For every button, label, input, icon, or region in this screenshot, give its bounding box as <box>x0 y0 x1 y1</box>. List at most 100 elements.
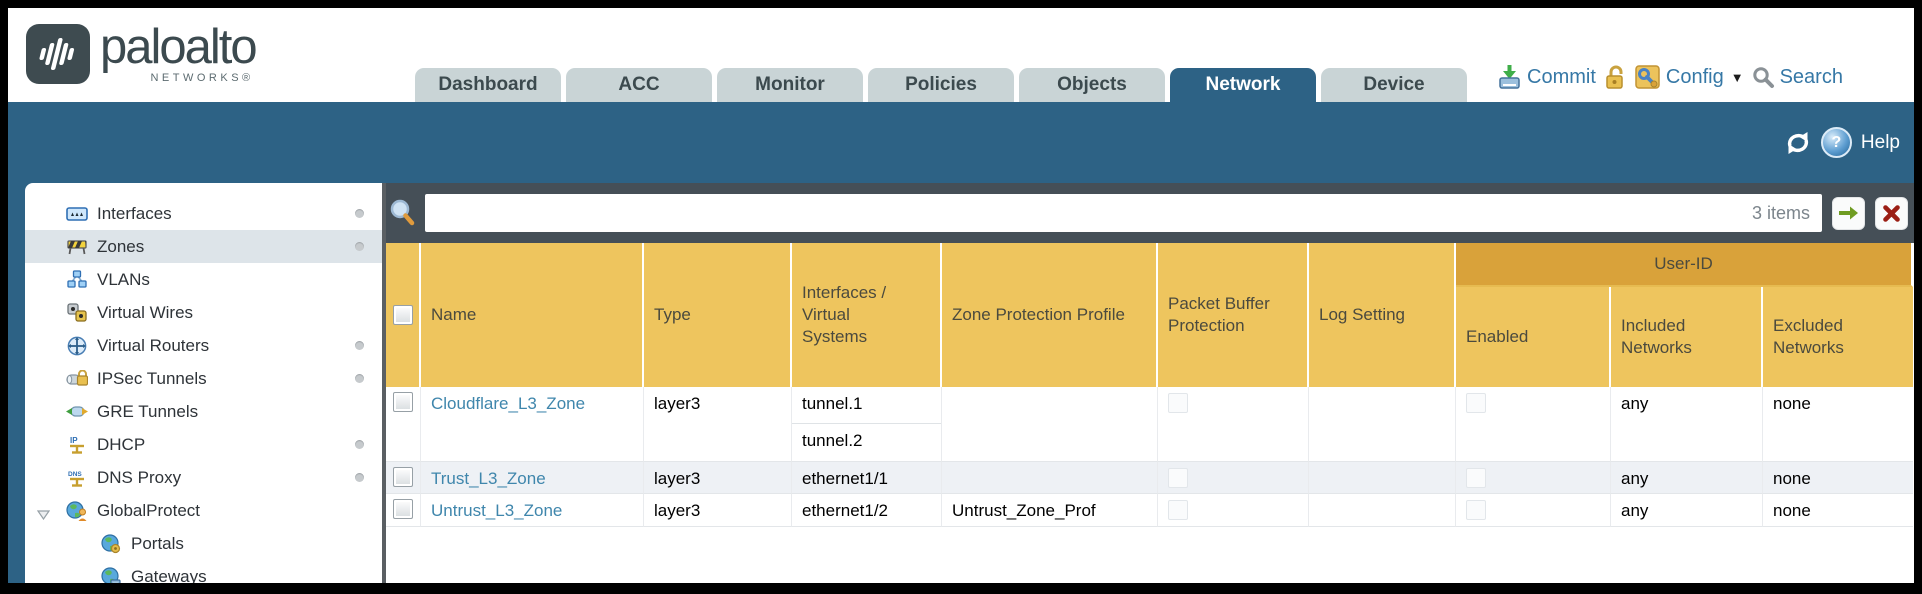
included-networks: any <box>1611 462 1763 494</box>
column-header-included-networks[interactable]: Included Networks <box>1611 287 1763 387</box>
network-sidebar: Interfaces Zones VLANs Vir <box>25 183 382 583</box>
dhcp-icon: IP <box>65 435 89 455</box>
refresh-icon[interactable] <box>1784 130 1812 156</box>
zone-name-link[interactable]: Untrust_L3_Zone <box>431 501 563 520</box>
sidebar-item-interfaces[interactable]: Interfaces <box>25 197 382 230</box>
excluded-networks: none <box>1763 494 1913 527</box>
zones-main-panel: 3 items <box>386 183 1914 583</box>
column-header-interfaces[interactable]: Interfaces / Virtual Systems <box>792 243 942 387</box>
select-all-checkbox[interactable] <box>393 305 413 325</box>
search-icon <box>390 199 415 226</box>
brand-name: paloalto <box>100 20 258 74</box>
column-header-log-setting[interactable]: Log Setting <box>1309 243 1456 387</box>
sidebar-item-label: Virtual Wires <box>97 302 194 322</box>
commit-button[interactable]: Commit <box>1497 64 1596 90</box>
portals-icon <box>99 533 123 554</box>
zone-protection-profile <box>942 387 1158 462</box>
table-row: Trust_L3_Zone layer3 ethernet1/1 any non… <box>386 462 1913 494</box>
log-setting <box>1309 494 1456 527</box>
column-header-packet-buffer-protection[interactable]: Packet Buffer Protection <box>1158 243 1309 387</box>
app-header: paloalto NETWORKS® Dashboard ACC Monitor… <box>8 8 1914 102</box>
search-icon <box>1752 66 1774 88</box>
sidebar-item-virtual-routers[interactable]: Virtual Routers <box>25 329 382 362</box>
column-header-zone-protection-profile[interactable]: Zone Protection Profile <box>942 243 1158 387</box>
user-id-enabled-checkbox[interactable] <box>1466 468 1486 488</box>
row-select-checkbox[interactable] <box>393 467 413 487</box>
globalprotect-icon <box>65 500 89 521</box>
commit-icon <box>1499 65 1520 89</box>
help-icon[interactable]: ? <box>1820 127 1852 158</box>
tab-network[interactable]: Network <box>1170 68 1316 102</box>
column-header-excluded-networks[interactable]: Excluded Networks <box>1763 287 1913 387</box>
sidebar-item-portals[interactable]: Portals <box>25 527 382 560</box>
user-id-enabled-checkbox[interactable] <box>1466 500 1486 520</box>
tab-device[interactable]: Device <box>1321 68 1467 102</box>
expander-triangle-icon[interactable] <box>36 505 51 525</box>
status-dot <box>355 374 364 383</box>
excluded-networks: none <box>1763 387 1913 462</box>
column-header-name[interactable]: Name <box>421 243 644 387</box>
paloalto-logo: paloalto NETWORKS® <box>26 20 258 84</box>
zone-interface: tunnel.1 <box>792 387 941 424</box>
column-header-type[interactable]: Type <box>644 243 792 387</box>
sidebar-item-gre-tunnels[interactable]: GRE Tunnels <box>25 395 382 428</box>
tab-dashboard[interactable]: Dashboard <box>415 68 561 102</box>
brand-subtitle: NETWORKS® <box>150 72 254 84</box>
clear-filter-button[interactable] <box>1875 196 1908 230</box>
virtual-routers-icon <box>65 336 89 356</box>
lock-icon[interactable] <box>1604 64 1626 90</box>
page-toolbar: ? Help <box>8 102 1914 183</box>
paloalto-logo-icon <box>26 24 90 84</box>
zone-name-link[interactable]: Cloudflare_L3_Zone <box>431 394 586 413</box>
zone-interface: ethernet1/2 <box>792 494 942 527</box>
search-button[interactable]: Search <box>1752 66 1843 89</box>
log-setting <box>1309 462 1456 494</box>
sidebar-item-ipsec-tunnels[interactable]: IPSec Tunnels <box>25 362 382 395</box>
user-id-enabled-checkbox[interactable] <box>1466 393 1486 413</box>
config-icon <box>1635 65 1660 89</box>
sidebar-item-label: Portals <box>131 533 184 553</box>
row-select-checkbox[interactable] <box>393 499 413 519</box>
packet-buffer-checkbox[interactable] <box>1168 468 1188 488</box>
sidebar-item-zones[interactable]: Zones <box>25 230 382 263</box>
zone-name-link[interactable]: Trust_L3_Zone <box>431 469 546 488</box>
apply-filter-arrow-icon <box>1839 206 1858 220</box>
vlans-icon <box>65 270 89 290</box>
sidebar-item-label: Interfaces <box>97 203 172 223</box>
sidebar-item-dns-proxy[interactable]: DNS DNS Proxy <box>25 461 382 494</box>
sidebar-item-label: Virtual Routers <box>97 335 210 355</box>
tab-acc[interactable]: ACC <box>566 68 712 102</box>
tab-policies[interactable]: Policies <box>868 68 1014 102</box>
filter-bar: 3 items <box>386 183 1914 243</box>
select-all-header <box>386 243 421 387</box>
sidebar-item-label: IPSec Tunnels <box>97 368 207 388</box>
packet-buffer-checkbox[interactable] <box>1168 500 1188 520</box>
tab-objects[interactable]: Objects <box>1019 68 1165 102</box>
filter-input[interactable] <box>437 202 1752 224</box>
config-button[interactable]: Config ▼ <box>1634 64 1744 90</box>
sidebar-item-dhcp[interactable]: IP DHCP <box>25 428 382 461</box>
sidebar-item-globalprotect[interactable]: GlobalProtect <box>25 494 382 527</box>
sidebar-item-label: GRE Tunnels <box>97 401 199 421</box>
content-area: Interfaces Zones VLANs Vir <box>8 183 1914 583</box>
sidebar-item-vlans[interactable]: VLANs <box>25 263 382 296</box>
sidebar-item-label: DNS Proxy <box>97 467 182 487</box>
table-row: Untrust_L3_Zone layer3 ethernet1/2 Untru… <box>386 494 1913 527</box>
sidebar-item-gateways[interactable]: Gateways <box>25 560 382 583</box>
status-dot <box>355 473 364 482</box>
sidebar-divider <box>382 183 386 583</box>
sidebar-item-virtual-wires[interactable]: Virtual Wires <box>25 296 382 329</box>
zone-protection-profile: Untrust_Zone_Prof <box>942 494 1158 527</box>
tab-monitor[interactable]: Monitor <box>717 68 863 102</box>
column-group-user-id: User-ID <box>1456 243 1913 287</box>
gateways-icon <box>99 566 123 583</box>
row-select-checkbox[interactable] <box>393 392 413 412</box>
help-label: Help <box>1860 131 1900 153</box>
zone-interface: tunnel.2 <box>802 431 863 450</box>
apply-filter-button[interactable] <box>1832 196 1865 230</box>
packet-buffer-checkbox[interactable] <box>1168 393 1188 413</box>
main-nav-tabs: Dashboard ACC Monitor Policies Objects N… <box>415 68 1467 102</box>
header-actions: Commit Config ▼ <box>1497 64 1843 90</box>
column-header-enabled[interactable]: Enabled <box>1456 287 1611 387</box>
table-row: Cloudflare_L3_Zone layer3 tunnel.1 tunne… <box>386 387 1913 462</box>
